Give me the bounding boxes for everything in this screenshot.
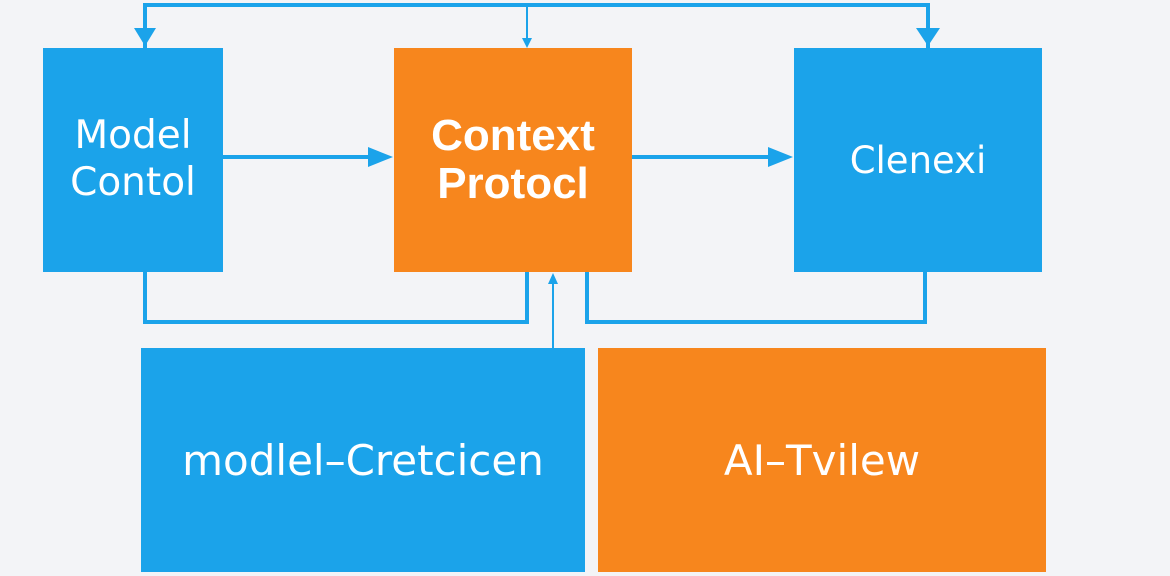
- model-control-label: Model Contol: [70, 113, 196, 205]
- arrow-into-context-top: [522, 38, 532, 48]
- ai-view-label: AI–Tvilew: [723, 435, 921, 485]
- context-protocol-box: Context Protocl: [394, 48, 632, 272]
- arrow-into-context-bottom: [548, 273, 558, 284]
- arrow-into-client: [916, 28, 940, 46]
- top-bus-line: [143, 3, 930, 48]
- model-creation-label: modlel–Cretcicen: [182, 435, 544, 485]
- ai-view-box: AI–Tvilew: [598, 348, 1046, 572]
- arrow-into-context-left: [368, 147, 393, 167]
- lower-right-loop: [585, 272, 927, 324]
- arrow-into-client-left: [768, 147, 793, 167]
- model-creation-box: modlel–Cretcicen: [141, 348, 585, 572]
- model-control-box: Model Contol: [43, 48, 223, 272]
- arrow-into-model-control: [134, 28, 156, 46]
- context-protocol-label: Context Protocl: [431, 111, 595, 208]
- lower-left-loop: [143, 272, 529, 324]
- client-label: Clenexi: [849, 138, 987, 182]
- client-box: Clenexi: [794, 48, 1042, 272]
